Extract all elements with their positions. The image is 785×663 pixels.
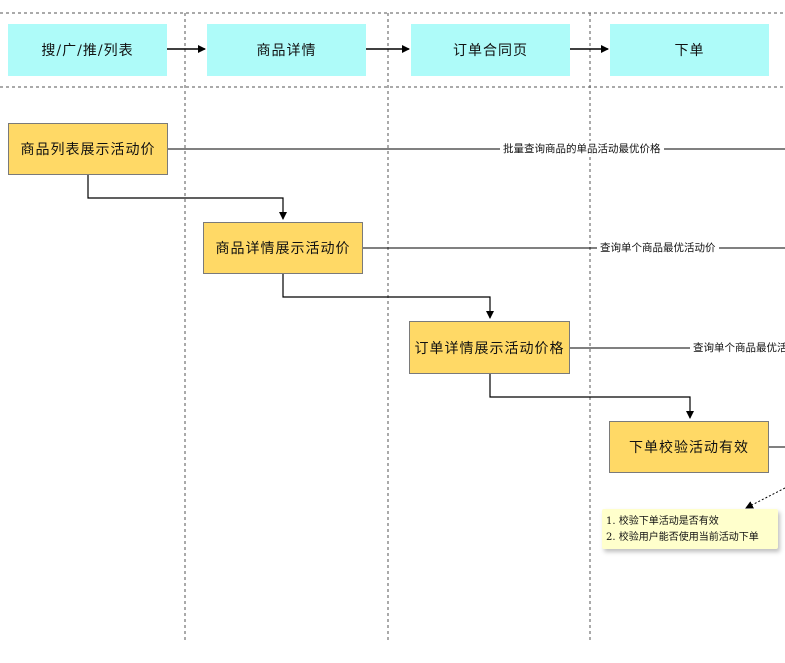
note-line-1: 1. 校验下单活动是否有效 <box>606 516 719 527</box>
step-connector-1 <box>87 175 287 220</box>
step-connector-2 <box>282 274 494 319</box>
lane-header-order-contract: 订单合同页 <box>411 24 570 76</box>
step-connector-3 <box>489 374 694 419</box>
step-detail-activity-price: 商品详情展示活动价 <box>203 222 363 274</box>
note-pointer <box>745 487 785 509</box>
note-line-2: 2. 校验用户能否使用当前活动下单 <box>606 532 759 543</box>
edge-label-batch-query: 批量查询商品的单品活动最优价格 <box>500 141 664 156</box>
lane-header-list: 搜/广/推/列表 <box>8 24 167 76</box>
step-order-validate-activity: 下单校验活动有效 <box>609 421 769 473</box>
validation-note: 1. 校验下单活动是否有效 2. 校验用户能否使用当前活动下单 <box>602 509 778 549</box>
lane-header-product-detail: 商品详情 <box>207 24 366 76</box>
step-list-activity-price: 商品列表展示活动价 <box>8 123 168 175</box>
lane-header-place-order: 下单 <box>610 24 769 76</box>
edge-label-single-query-truncated: 查询单个商品最优活 <box>690 340 785 355</box>
step-order-activity-price: 订单详情展示活动价格 <box>409 321 570 374</box>
edge-label-single-query: 查询单个商品最优活动价 <box>597 240 719 255</box>
